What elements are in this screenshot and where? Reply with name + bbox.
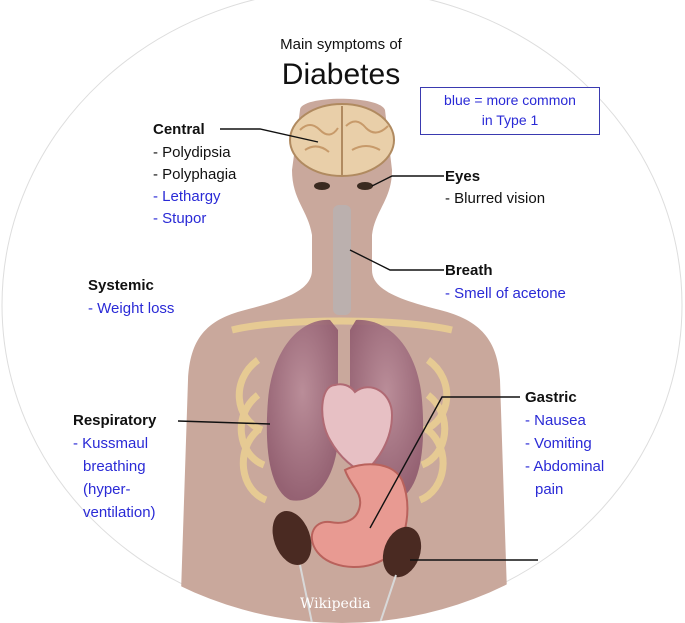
legend-line-1: blue = more common (421, 90, 599, 110)
breath-header: Breath (445, 259, 493, 282)
central-header: Central (153, 118, 205, 141)
symptom-kussmaul-line-1: - Kussmaul (73, 432, 148, 455)
legend-line-2: in Type 1 (421, 110, 599, 130)
symptom-vomiting: - Vomiting (525, 432, 592, 455)
diagram-title: Diabetes (230, 58, 452, 92)
right-eye (357, 182, 373, 190)
trachea (333, 205, 351, 315)
symptom-polyphagia: - Polyphagia (153, 163, 236, 186)
legend-box: blue = more common in Type 1 (420, 87, 600, 135)
symptom-abdominal-pain-line-2: pain (535, 478, 563, 501)
symptom-smell-of-acetone: - Smell of acetone (445, 282, 566, 305)
systemic-header: Systemic (88, 274, 154, 297)
symptom-kussmaul-line-2: breathing (83, 455, 146, 478)
respiratory-header: Respiratory (73, 409, 156, 432)
symptom-blurred-vision: - Blurred vision (445, 187, 545, 210)
symptom-polydipsia: - Polydipsia (153, 141, 231, 164)
symptom-weight-loss: - Weight loss (88, 297, 174, 320)
eyes-header: Eyes (445, 165, 480, 188)
symptom-kussmaul-line-4: ventilation) (83, 501, 156, 524)
brain (290, 104, 394, 176)
diagram-subtitle: Main symptoms of (230, 36, 452, 53)
symptom-nausea: - Nausea (525, 409, 586, 432)
wikipedia-credit: Wikipedia (300, 596, 371, 612)
symptom-lethargy: - Lethargy (153, 185, 221, 208)
symptom-kussmaul-line-3: (hyper- (83, 478, 131, 501)
left-eye (314, 182, 330, 190)
symptom-abdominal-pain-line-1: - Abdominal (525, 455, 604, 478)
gastric-header: Gastric (525, 386, 577, 409)
symptom-stupor: - Stupor (153, 207, 206, 230)
